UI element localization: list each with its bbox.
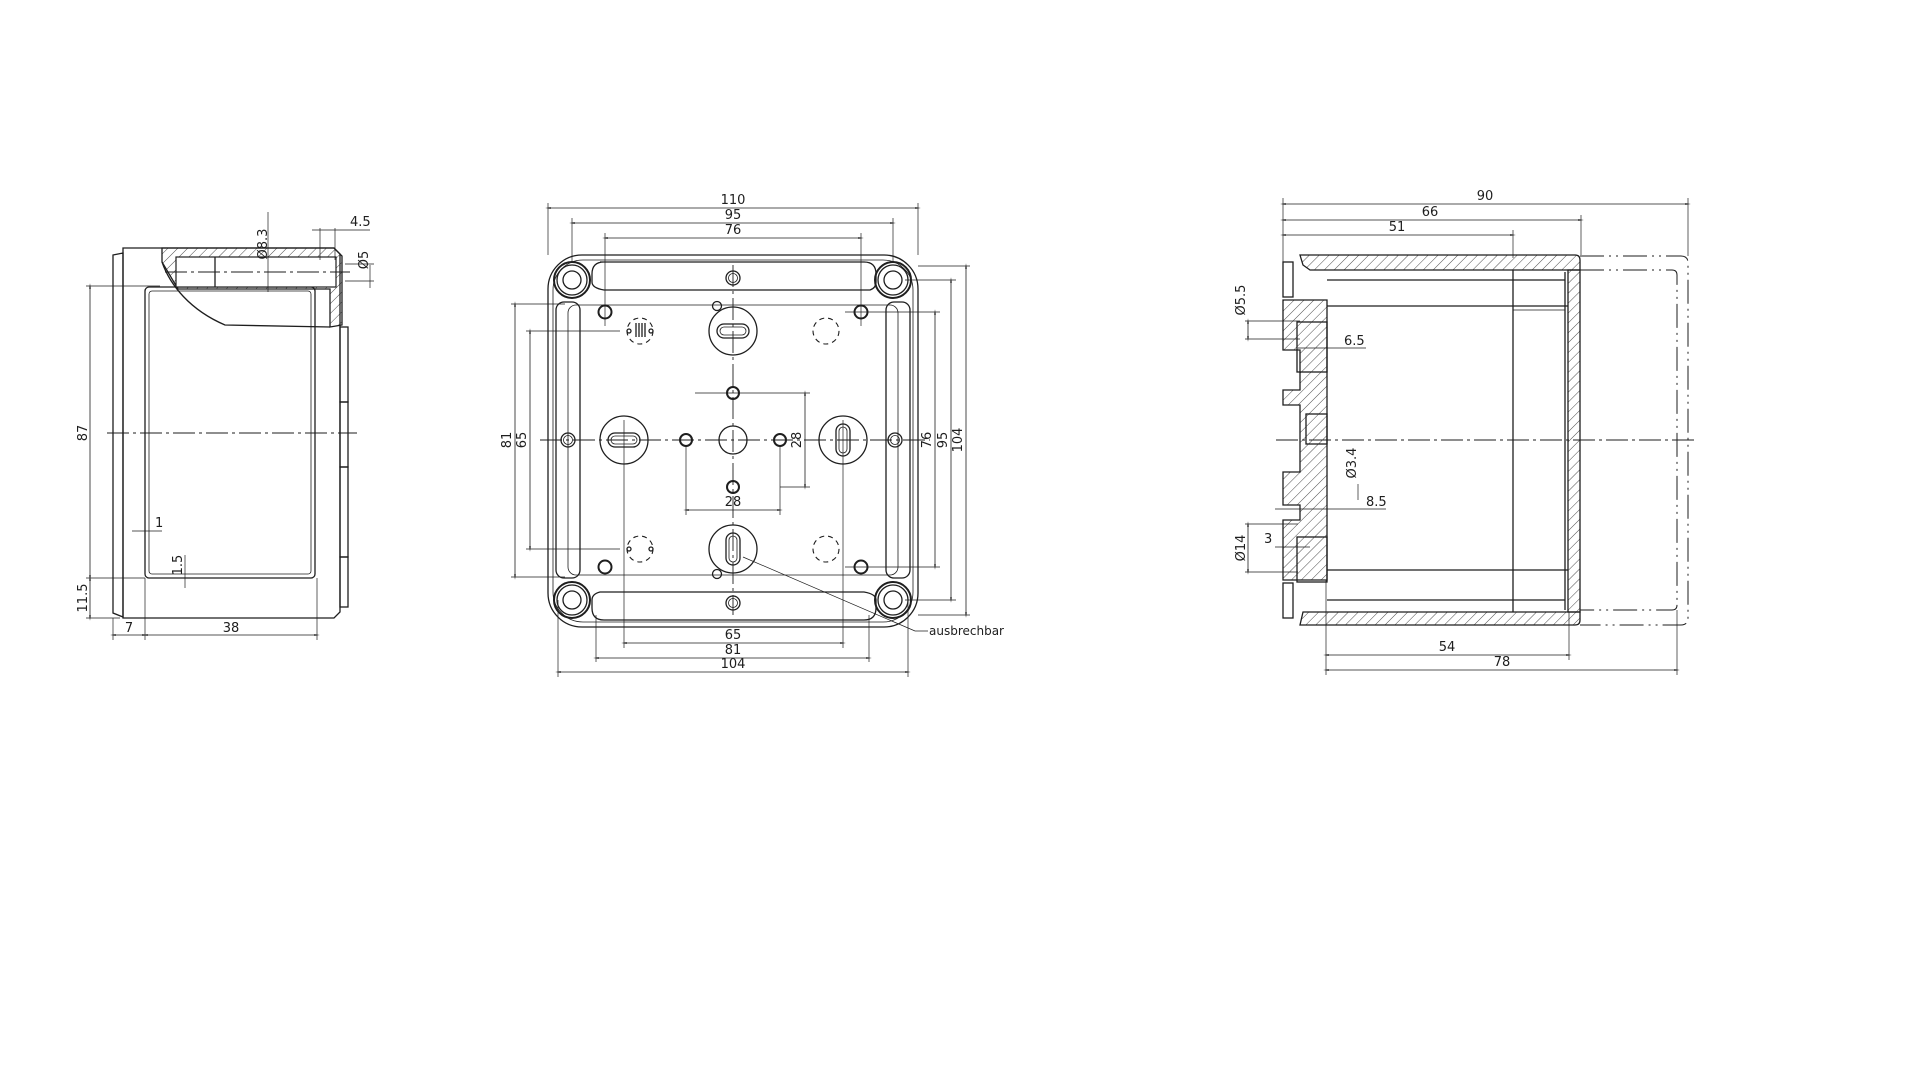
dim-1: 1 bbox=[155, 516, 163, 531]
side-view: 90 66 51 Ø5.5 6.5 Ø3.4 8.5 Ø14 3 54 78 bbox=[1234, 189, 1696, 675]
corner-hole bbox=[553, 581, 591, 619]
dim-65-left: 65 bbox=[515, 432, 530, 449]
dim-dia-5: Ø5 bbox=[357, 251, 372, 270]
knockout-top bbox=[708, 306, 758, 356]
callout-leader bbox=[742, 556, 928, 632]
right-wall bbox=[1567, 269, 1581, 613]
dim-95: 95 bbox=[725, 208, 742, 223]
knockout-bottom bbox=[708, 524, 758, 574]
dim-dia-8-3: Ø8.3 bbox=[256, 229, 271, 260]
dim-95-right: 95 bbox=[936, 432, 951, 449]
dim-65-bottom: 65 bbox=[725, 628, 742, 643]
dim-110: 110 bbox=[721, 193, 746, 208]
dim-dia-3-4: Ø3.4 bbox=[1345, 448, 1360, 479]
dim-66: 66 bbox=[1422, 205, 1439, 220]
side-section-view: Ø8.3 4.5 Ø5 87 11.5 7 38 1 1.5 bbox=[76, 212, 374, 640]
dim-38: 38 bbox=[223, 621, 240, 636]
dim-76-right: 76 bbox=[920, 432, 935, 449]
flange bbox=[112, 252, 124, 618]
dim-54: 54 bbox=[1439, 640, 1456, 655]
lid-outline bbox=[1580, 255, 1689, 626]
dim-81-bottom: 81 bbox=[725, 643, 742, 658]
inner-cavity bbox=[144, 286, 316, 579]
dim-dia-5-5: Ø5.5 bbox=[1234, 285, 1249, 316]
dim-8-5: 8.5 bbox=[1366, 495, 1387, 510]
bottom-view: 110 95 76 81 65 76 95 104 65 81 104 28 2… bbox=[500, 193, 1004, 677]
dim-7: 7 bbox=[125, 621, 133, 636]
side-ribs bbox=[339, 326, 349, 608]
dim-51: 51 bbox=[1389, 220, 1406, 235]
dim-90: 90 bbox=[1477, 189, 1494, 204]
dim-78: 78 bbox=[1494, 655, 1511, 670]
dim-87: 87 bbox=[76, 425, 91, 442]
dim-dia-14: Ø14 bbox=[1234, 535, 1249, 562]
dim-28-horizontal: 28 bbox=[725, 495, 742, 510]
dim-3: 3 bbox=[1264, 532, 1272, 547]
dim-11-5: 11.5 bbox=[76, 584, 91, 613]
dim-81-left: 81 bbox=[500, 432, 515, 449]
top-wall bbox=[1299, 254, 1581, 271]
dim-104-bottom: 104 bbox=[721, 657, 746, 672]
callout-ausbrechbar: ausbrechbar bbox=[929, 624, 1004, 638]
outer-body bbox=[547, 254, 919, 628]
bottom-wall bbox=[1299, 611, 1581, 626]
dim-104-right: 104 bbox=[951, 428, 966, 453]
corner-hole bbox=[553, 261, 591, 299]
dim-1-5: 1.5 bbox=[171, 555, 186, 576]
dim-4-5: 4.5 bbox=[350, 215, 371, 230]
dim-28-vertical: 28 bbox=[790, 432, 805, 449]
dim-76: 76 bbox=[725, 223, 742, 238]
dim-6-5: 6.5 bbox=[1344, 334, 1365, 349]
